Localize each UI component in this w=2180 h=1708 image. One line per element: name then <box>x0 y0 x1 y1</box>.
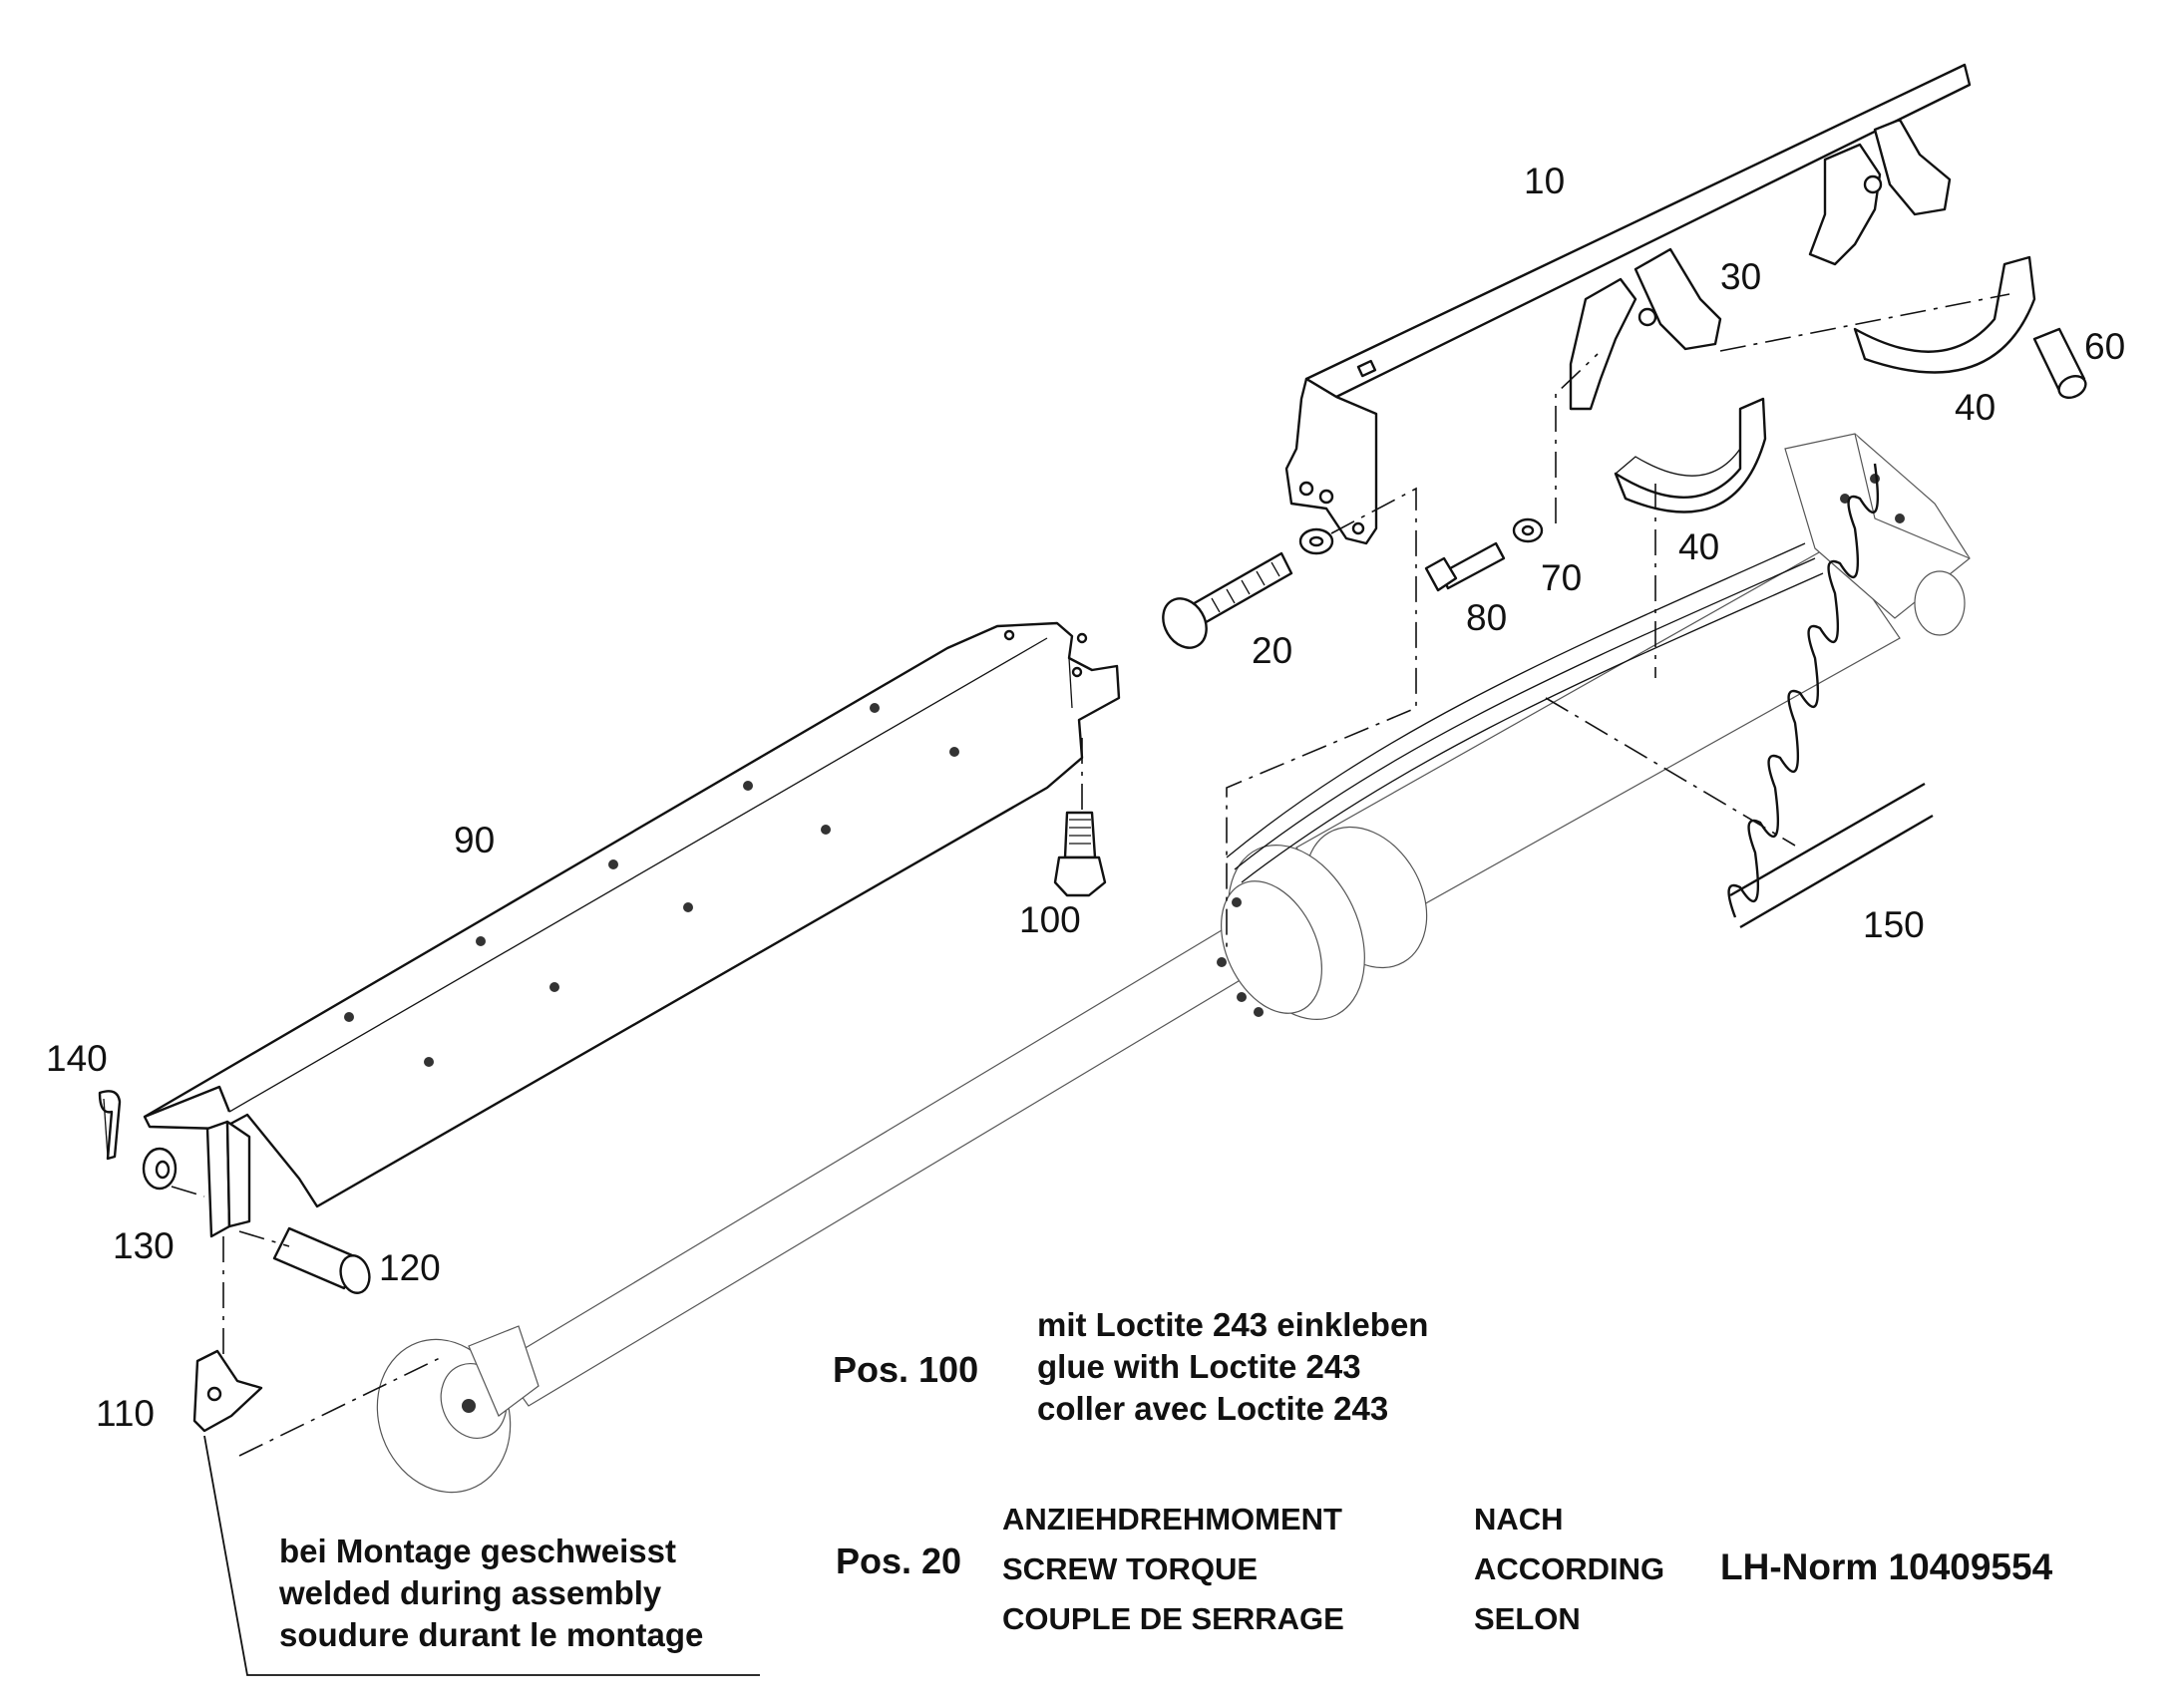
washer-part-130 <box>142 1147 178 1191</box>
label-part-130: 130 <box>113 1225 175 1266</box>
label-part-150: 150 <box>1863 904 1925 945</box>
hydraulic-cylinder <box>376 433 1971 1494</box>
label-part-30: 30 <box>1720 256 1761 297</box>
hex-screw-part-80 <box>1424 541 1506 592</box>
label-part-70: 70 <box>1541 557 1582 598</box>
label-part-10: 10 <box>1524 161 1565 201</box>
pos-20-torque-en: SCREW TORQUE <box>1002 1551 1258 1586</box>
cover-plate-part-90 <box>143 621 1121 1208</box>
weld-line-de: bei Montage geschweisst <box>279 1533 676 1569</box>
pos-100-line-de: mit Loctite 243 einkleben <box>1037 1306 1428 1343</box>
note-pos-20: Pos. 20 ANZIEHDREHMOMENT SCREW TORQUE CO… <box>836 1502 2053 1636</box>
label-part-20: 20 <box>1252 630 1292 671</box>
clamp-half-part-40-upper <box>1853 255 2036 374</box>
weld-note-leader <box>203 1435 760 1676</box>
pin-part-120 <box>272 1226 371 1294</box>
weld-line-en: welded during assembly <box>278 1574 662 1611</box>
cap-screw-part-20 <box>1162 551 1293 649</box>
label-part-120: 120 <box>379 1247 441 1288</box>
mounting-rail-part-10 <box>1284 63 1972 545</box>
label-part-40-lower: 40 <box>1678 526 1719 567</box>
pos-20-label: Pos. 20 <box>836 1540 961 1581</box>
note-weld: bei Montage geschweisst welded during as… <box>278 1533 703 1653</box>
washer-part-20 <box>1298 527 1334 555</box>
pos-100-line-fr: coller avec Loctite 243 <box>1037 1390 1388 1427</box>
label-part-90: 90 <box>454 820 495 860</box>
hex-screw-part-100 <box>1053 811 1107 897</box>
coil-spring-part-150 <box>1727 463 1934 929</box>
weld-line-fr: soudure durant le montage <box>279 1616 703 1653</box>
plate-part-110 <box>192 1349 263 1433</box>
label-part-140: 140 <box>46 1038 108 1079</box>
pos-20-torque-fr: COUPLE DE SERRAGE <box>1002 1601 1344 1636</box>
label-part-40-upper: 40 <box>1955 387 1996 428</box>
note-pos-100: Pos. 100 mit Loctite 243 einkleben glue … <box>833 1306 1428 1427</box>
clamp-half-part-40-lower <box>1614 397 1767 513</box>
hinge-lugs <box>205 1120 251 1238</box>
washer-part-70 <box>1512 517 1544 543</box>
label-part-100: 100 <box>1019 899 1081 940</box>
assembly-lines <box>171 293 2010 1457</box>
pos-20-according-en: ACCORDING <box>1474 1551 1664 1586</box>
cotter-pin-part-140 <box>98 1090 122 1161</box>
pos-20-according-fr: SELON <box>1474 1601 1581 1636</box>
label-part-60: 60 <box>2084 326 2125 367</box>
pos-100-line-en: glue with Loctite 243 <box>1037 1348 1361 1385</box>
cap-screw-part-60 <box>2032 327 2087 400</box>
pos-20-norm: LH-Norm 10409554 <box>1720 1546 2053 1587</box>
part-labels: 10 20 30 40 40 60 70 80 90 100 110 120 1… <box>46 161 2125 1434</box>
pos-100-label: Pos. 100 <box>833 1349 978 1390</box>
pos-20-torque-de: ANZIEHDREHMOMENT <box>1002 1502 1342 1537</box>
pos-20-according-de: NACH <box>1474 1502 1564 1537</box>
label-part-110: 110 <box>96 1393 155 1434</box>
label-part-80: 80 <box>1466 597 1507 638</box>
